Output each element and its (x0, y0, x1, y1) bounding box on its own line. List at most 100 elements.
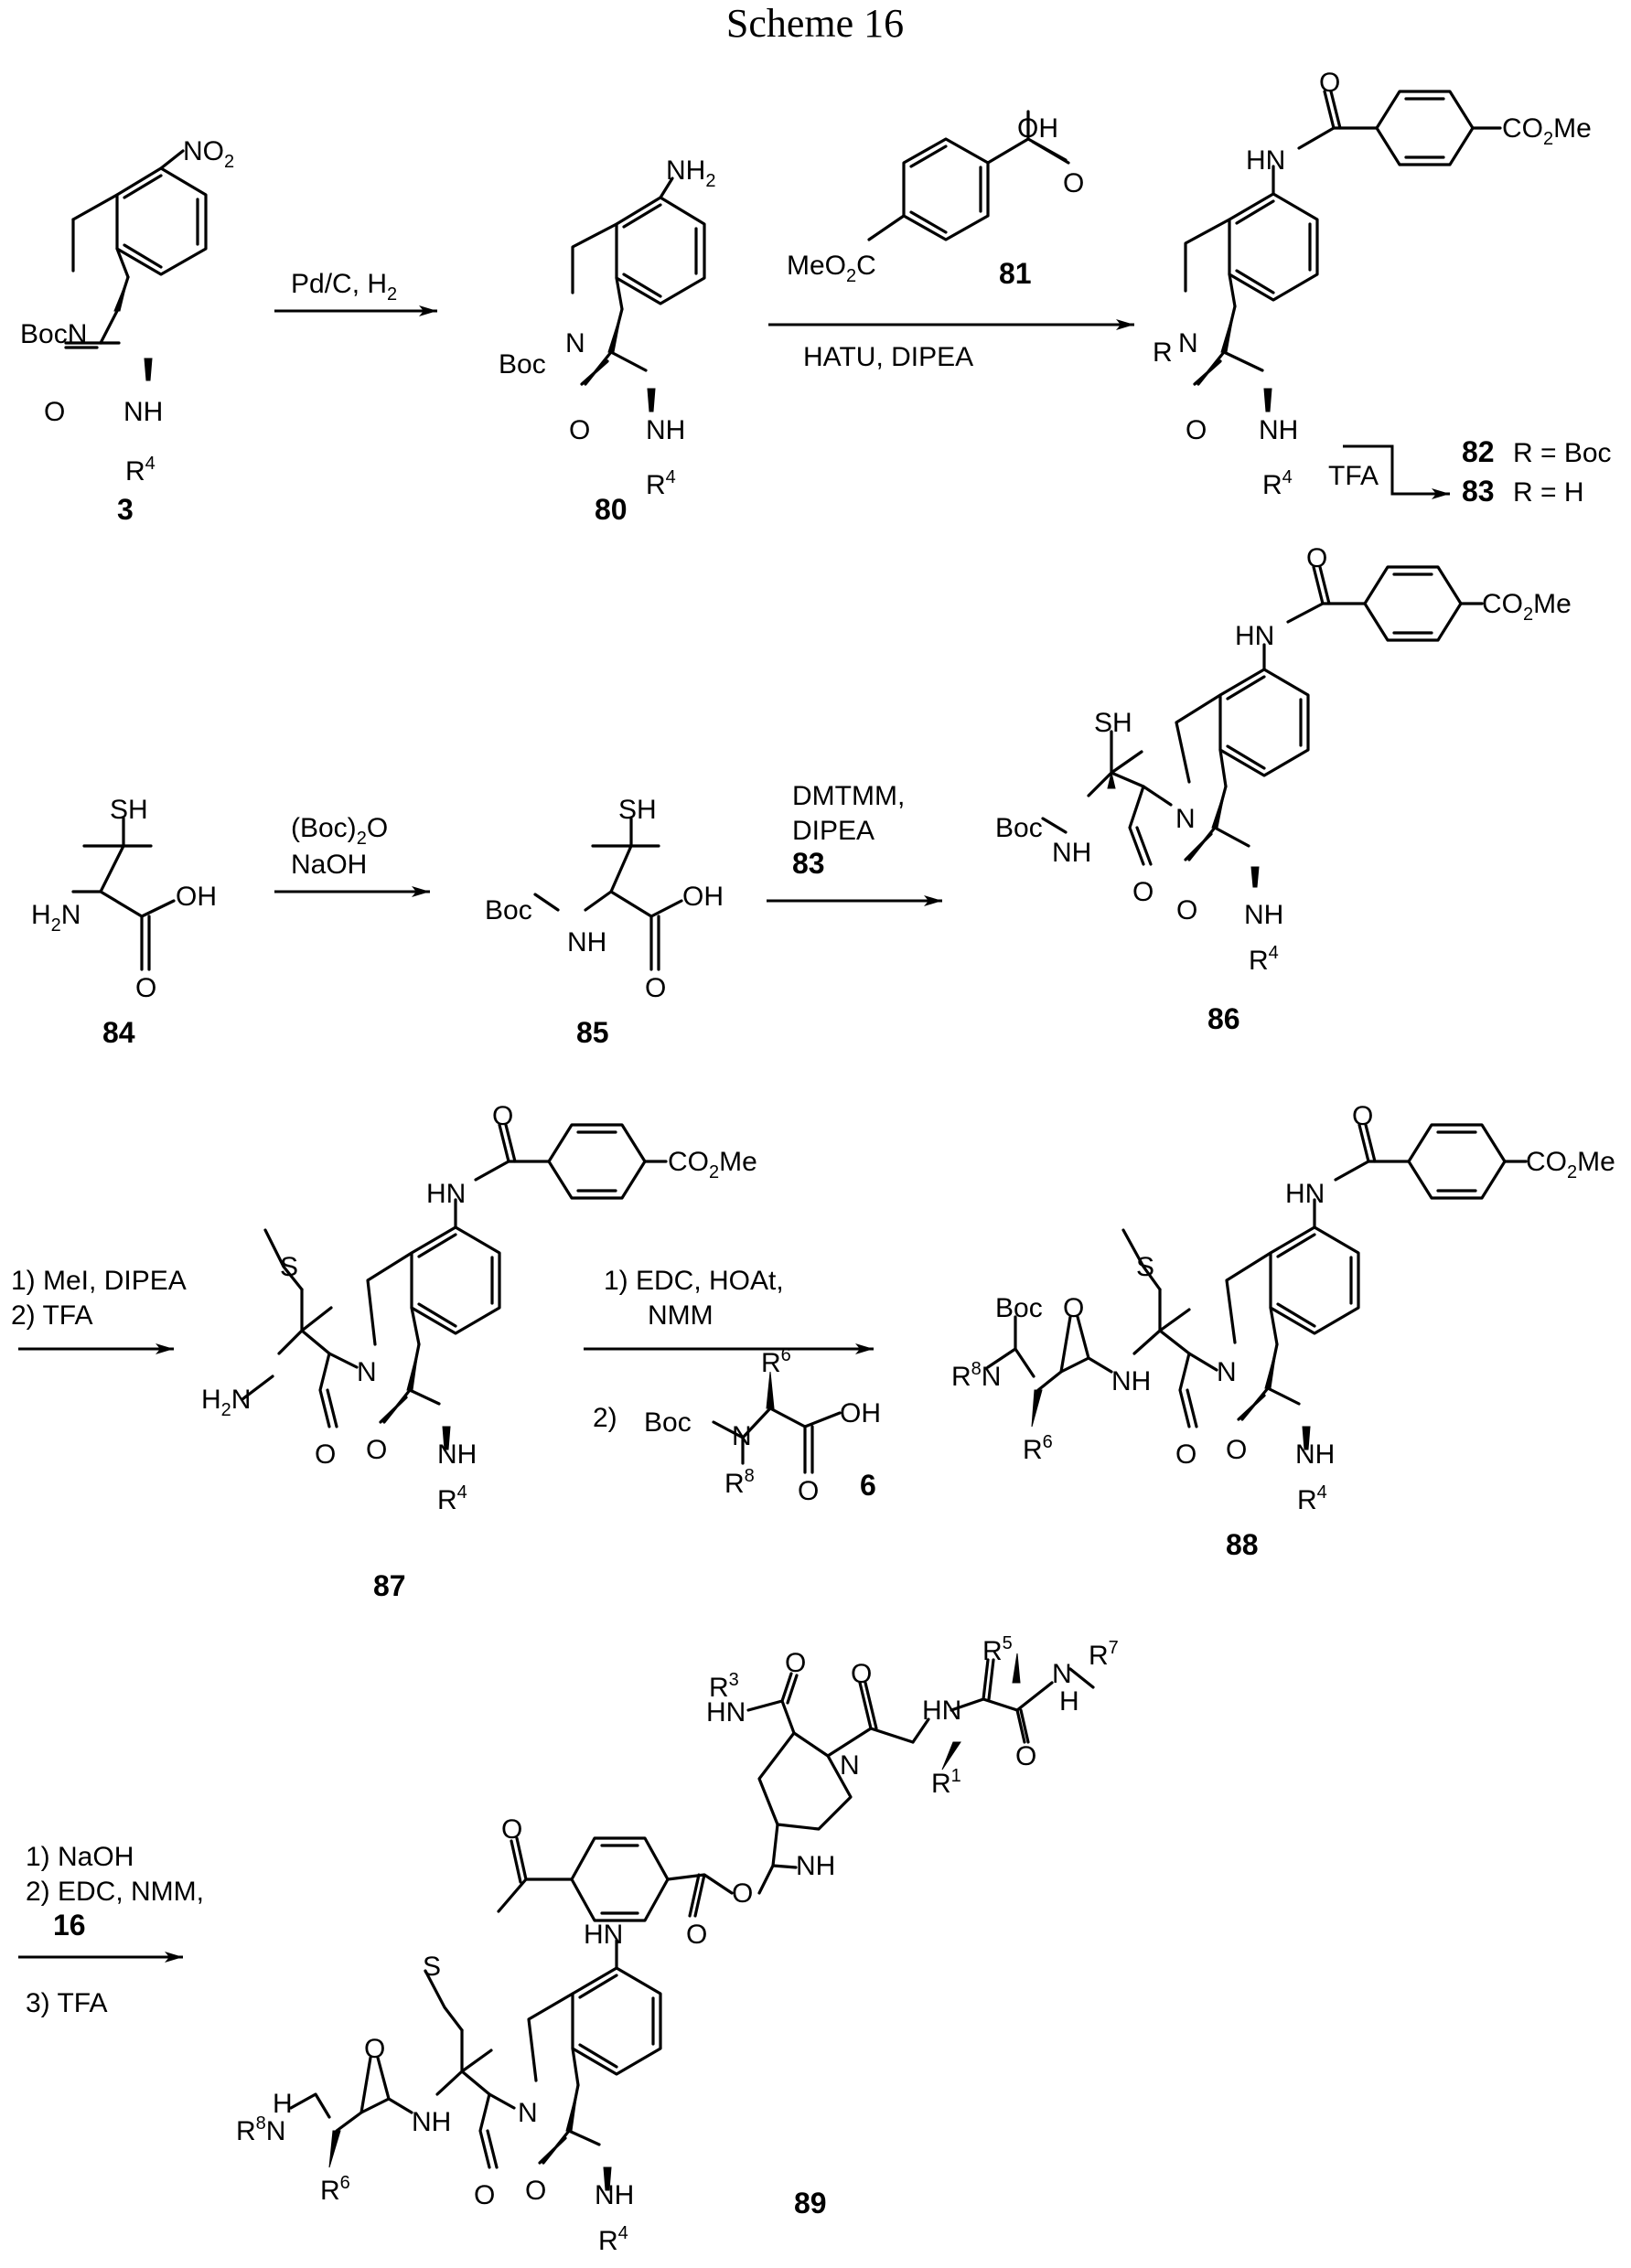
atom-label: O (1132, 877, 1154, 907)
atom-label: R1 (931, 1766, 961, 1799)
atom-label: N (565, 328, 585, 358)
atom-label: NH (796, 1851, 835, 1881)
atom-label: R8N (236, 2113, 285, 2146)
atom-label: O (1015, 1741, 1036, 1771)
atom-label: H (1059, 1686, 1079, 1717)
compound-6-structure: Boc N R8 R6 OH O (644, 1345, 881, 1506)
atom-label: O (1319, 68, 1340, 98)
atom-label: O (474, 2180, 495, 2210)
atom-label: R4 (437, 1482, 467, 1515)
atom-label: NH (1295, 1439, 1335, 1470)
atom-label: O (798, 1476, 819, 1506)
compound-label-84: 84 (102, 1016, 135, 1049)
atom-label: MeO2C (787, 251, 876, 286)
atom-label: SH (110, 795, 148, 825)
atom-label: CO2Me (668, 1147, 757, 1182)
compound-89-structure: R3 HN O N O HN R1 R5 O N H R7 NH O O O H… (236, 1633, 1119, 2256)
atom-label: NH (1244, 900, 1283, 930)
atom-label: R4 (1297, 1482, 1327, 1515)
atom-label: R4 (1249, 943, 1279, 976)
reagent-step7a: 1) EDC, HOAt, (604, 1266, 784, 1296)
compound-label-87: 87 (373, 1569, 406, 1602)
atom-label: R8N (951, 1359, 1001, 1392)
compound-label-3: 3 (117, 493, 134, 526)
compound-label-6: 6 (860, 1469, 876, 1502)
atom-label: N (732, 1421, 752, 1451)
atom-label: N (1178, 328, 1198, 358)
atom-label: O (686, 1920, 707, 1950)
atom-label: OH (682, 882, 724, 912)
atom-label: O (1063, 168, 1084, 198)
atom-label: HN (1235, 621, 1274, 651)
atom-label: O (492, 1101, 513, 1131)
r-definition-82: R = Boc (1513, 438, 1612, 468)
atom-label: NH2 (666, 155, 715, 191)
atom-label: O (732, 1878, 753, 1909)
atom-label: Boc (995, 1293, 1043, 1323)
compound-label-89: 89 (794, 2187, 827, 2220)
atom-label: O (1176, 895, 1197, 925)
compound-label-81: 81 (999, 257, 1032, 290)
atom-label: O (135, 973, 156, 1003)
compound-label-83: 83 (1462, 475, 1495, 508)
atom-label: O (1175, 1439, 1196, 1470)
atom-label: S (280, 1252, 298, 1282)
atom-label: HN (584, 1920, 623, 1950)
atom-label: O (1226, 1435, 1247, 1465)
atom-label: R4 (646, 467, 676, 500)
compound-86-structure: HN O CO2Me SH Boc N NH O O NH R4 (995, 543, 1572, 976)
atom-label: HN (426, 1179, 466, 1209)
compound-label-85: 85 (576, 1016, 609, 1049)
atom-label: R6 (1023, 1432, 1053, 1465)
atom-label: BocN (20, 319, 87, 349)
atom-label: R4 (598, 2223, 628, 2256)
atom-label: O (785, 1648, 806, 1678)
atom-label: O (1186, 415, 1207, 445)
compound-88-structure: HN O CO2Me S Boc R8N O NH N R6 O O NH R4 (951, 1101, 1615, 1515)
atom-label: R7 (1089, 1638, 1119, 1671)
atom-label: NH (437, 1439, 477, 1470)
atom-label: CO2Me (1526, 1147, 1615, 1182)
compound-label-83-reagent: 83 (792, 847, 825, 880)
compound-label-16: 16 (53, 1909, 86, 1942)
reagent-step7c: 2) (593, 1403, 617, 1433)
atom-label: OH (840, 1398, 881, 1428)
atom-label: O (525, 2176, 546, 2206)
atom-label: NH (1052, 838, 1091, 868)
atom-label: N (1052, 1659, 1072, 1689)
atom-label: SH (1094, 708, 1132, 738)
atom-label: H2N (31, 900, 80, 936)
reagent-step6b: 2) TFA (11, 1300, 92, 1331)
atom-label: O (645, 973, 666, 1003)
compound-81-structure: OH O MeO2C (787, 112, 1084, 286)
atom-label: H2N (201, 1385, 251, 1420)
reagent-step2: HATU, DIPEA (803, 342, 973, 372)
atom-label: R (1153, 337, 1173, 368)
atom-label: HN (1285, 1179, 1325, 1209)
atom-label: CO2Me (1502, 113, 1592, 149)
atom-label: N (1217, 1357, 1237, 1387)
atom-label: CO2Me (1482, 589, 1572, 625)
atom-label: O (1306, 543, 1327, 573)
reagent-step6a: 1) MeI, DIPEA (11, 1266, 187, 1296)
atom-label: NH (412, 2107, 451, 2137)
reagent-tfa: TFA (1328, 461, 1379, 491)
atom-label: NH (595, 2180, 634, 2210)
reagent-step4b: NaOH (291, 850, 367, 880)
atom-label: O (1352, 1101, 1373, 1131)
atom-label: Boc (499, 349, 546, 380)
scheme-title: Scheme 16 (726, 1, 904, 46)
atom-label: O (364, 2034, 385, 2064)
compound-label-80: 80 (595, 493, 628, 526)
reagent-step5a: DMTMM, (792, 781, 905, 811)
atom-label: O (501, 1814, 522, 1845)
reagent-step5b: DIPEA (792, 816, 875, 846)
r-definition-83: R = H (1513, 477, 1584, 508)
atom-label: NH (567, 927, 606, 957)
atom-label: R5 (982, 1633, 1013, 1666)
atom-label: NH (1259, 415, 1298, 445)
compound-label-82: 82 (1462, 435, 1495, 468)
atom-label: O (851, 1659, 872, 1689)
atom-label: O (569, 415, 590, 445)
compound-3-structure: NO2 BocN O NH R4 (20, 136, 234, 487)
